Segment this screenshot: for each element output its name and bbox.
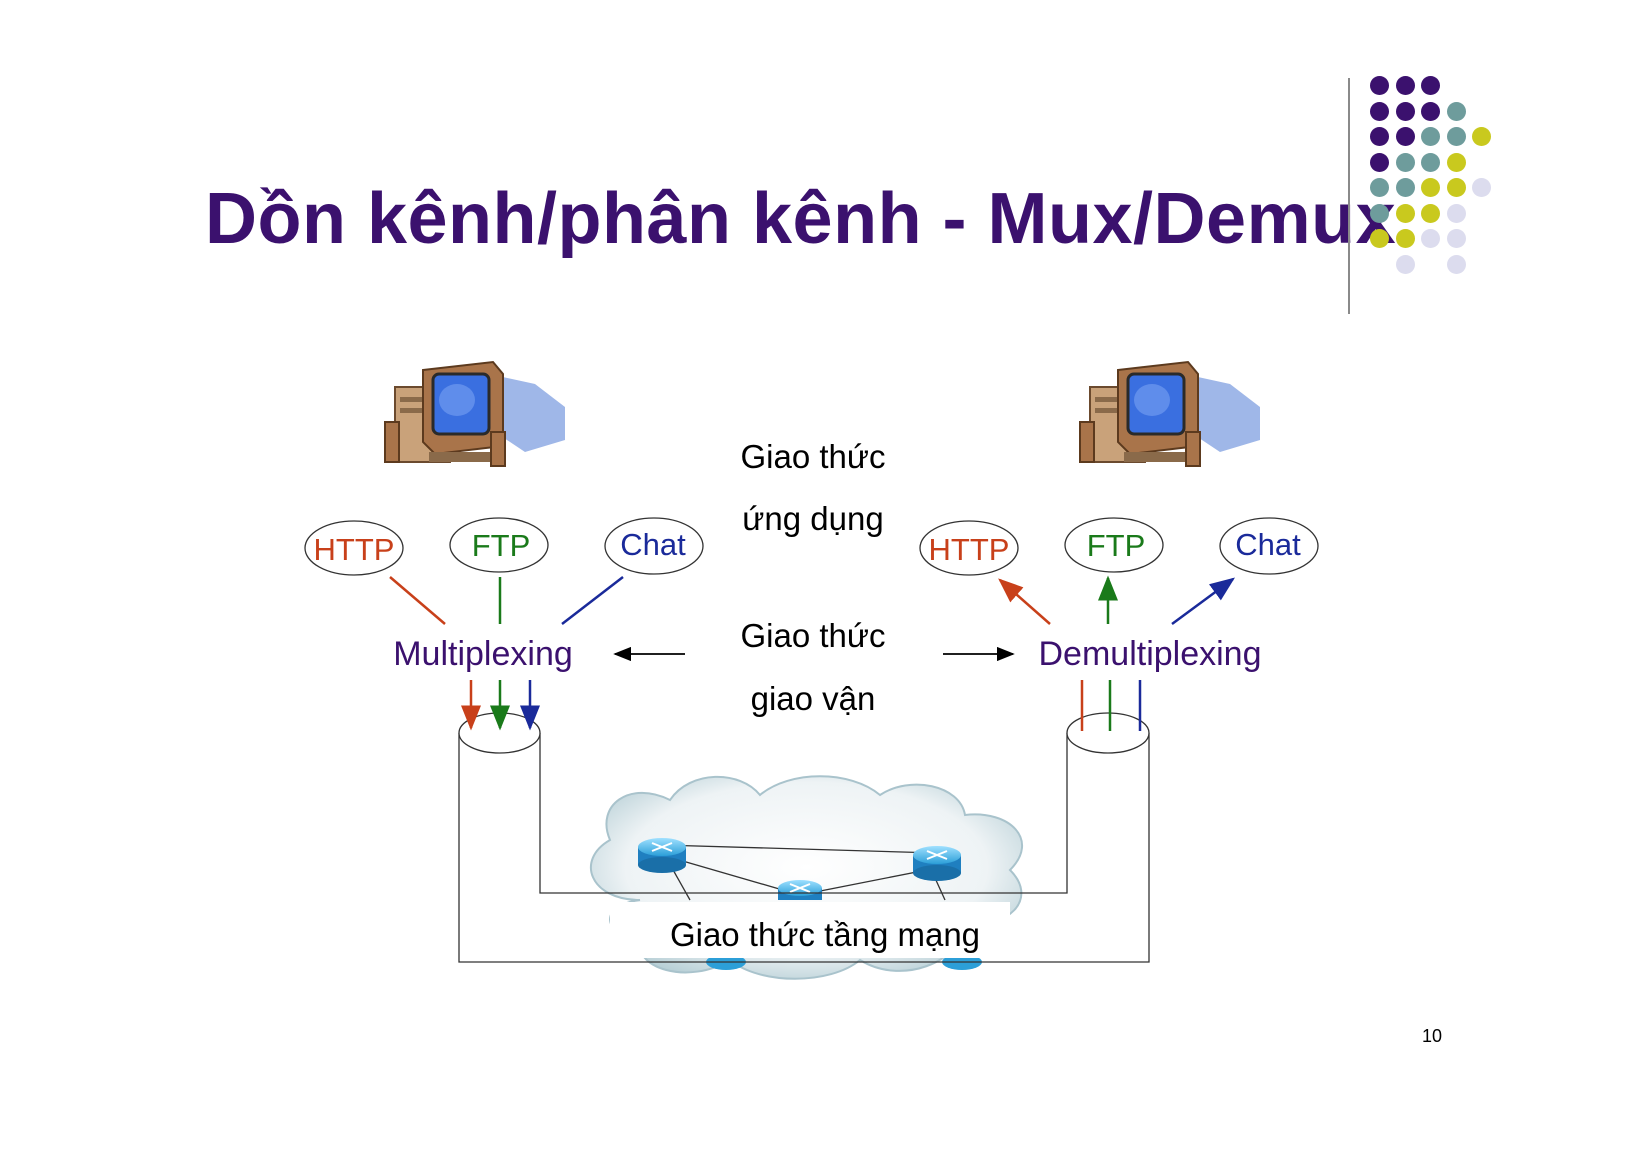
page-number: 10 (1422, 1026, 1443, 1046)
network-pipe (458, 712, 1150, 963)
sender-computer-icon (384, 360, 565, 467)
receiver-chat-label: Chat (1235, 527, 1301, 562)
decorative-dot (1472, 127, 1491, 146)
sender-http-node: HTTP (304, 520, 404, 576)
sender-chat-node: Chat (604, 517, 704, 575)
receiver-http-node: HTTP (919, 520, 1019, 576)
router-icon (638, 838, 686, 873)
transport-protocol-label-line1: Giao thức (741, 617, 886, 654)
decorative-dot (1370, 101, 1389, 121)
receiver-http-arrow (998, 578, 1051, 625)
receiver-http-label: HTTP (929, 532, 1010, 567)
router-icon (913, 846, 961, 881)
decorative-dot (1395, 178, 1415, 197)
decorative-dot (1395, 254, 1415, 274)
decorative-dot (1421, 152, 1440, 172)
decorative-dot (1446, 152, 1466, 172)
decorative-dot (1395, 101, 1415, 121)
decorative-dot (1395, 229, 1415, 248)
demultiplexing-label: Demultiplexing (1039, 635, 1262, 673)
decorative-dot (1370, 203, 1389, 223)
router-icon (778, 880, 822, 900)
decorative-dot (1395, 152, 1415, 172)
decorative-dot (1370, 229, 1389, 248)
sender-http-label: HTTP (314, 532, 395, 567)
decorative-dot (1421, 178, 1440, 197)
decorative-dot (1421, 127, 1440, 146)
receiver-computer-icon (1079, 360, 1260, 467)
multiplexing-label: Multiplexing (393, 635, 573, 673)
app-protocol-label-line2: ứng dụng (742, 500, 883, 537)
decorative-dot (1395, 127, 1415, 146)
decorative-dot (1446, 229, 1466, 248)
decorative-dot (1421, 203, 1440, 223)
receiver-chat-arrow (1171, 577, 1236, 626)
decorative-dot (1446, 178, 1466, 197)
decorative-dot (1472, 178, 1491, 197)
receiver-chat-node: Chat (1219, 517, 1319, 575)
transport-protocol-label-line2: giao vận (751, 680, 876, 717)
decorative-dot (1446, 203, 1466, 223)
sender-ftp-label: FTP (472, 528, 531, 563)
decorative-dot (1395, 76, 1415, 95)
decorative-dot (1446, 254, 1466, 274)
app-protocol-label-line1: Giao thức (741, 438, 886, 475)
sender-http-line (389, 576, 446, 625)
receiver-ftp-label: FTP (1087, 528, 1146, 563)
sender-chat-line (561, 576, 624, 625)
slide-title: Dồn kênh/phân kênh - Mux/Demux (205, 179, 1397, 259)
sender-ftp-node: FTP (449, 517, 549, 573)
decorative-dot-grid (1370, 76, 1520, 286)
decorative-dot (1446, 101, 1466, 121)
network-protocol-label: Giao thức tầng mạng (670, 916, 980, 953)
decorative-dot (1446, 127, 1466, 146)
decorative-dot (1395, 203, 1415, 223)
decorative-dot (1370, 76, 1389, 95)
decorative-dot (1421, 101, 1440, 121)
receiver-ftp-node: FTP (1064, 517, 1164, 573)
decorative-dot (1370, 178, 1389, 197)
decorative-dot (1421, 229, 1440, 248)
sender-chat-label: Chat (620, 527, 686, 562)
decorative-dot (1370, 127, 1389, 146)
title-divider (1348, 78, 1350, 314)
decorative-dot (1370, 152, 1389, 172)
decorative-dot (1421, 76, 1440, 95)
